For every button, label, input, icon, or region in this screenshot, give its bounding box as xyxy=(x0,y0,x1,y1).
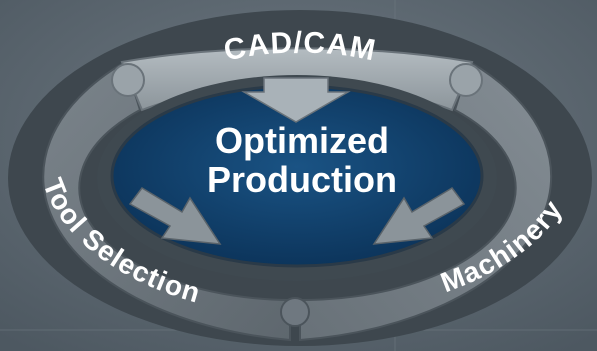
arrow-down-icon xyxy=(241,77,351,123)
center-title-line2: Production xyxy=(207,159,397,200)
arrow-down-right-icon xyxy=(128,187,222,245)
segment-tool-selection xyxy=(42,60,291,342)
puzzle-tab-right xyxy=(449,63,483,97)
segment-machinery xyxy=(299,60,553,342)
puzzle-tab-bottom xyxy=(280,297,310,327)
center-title-line1: Optimized xyxy=(215,120,389,161)
puzzle-tab-left xyxy=(111,63,145,97)
arrow-down-left-icon xyxy=(372,187,466,245)
